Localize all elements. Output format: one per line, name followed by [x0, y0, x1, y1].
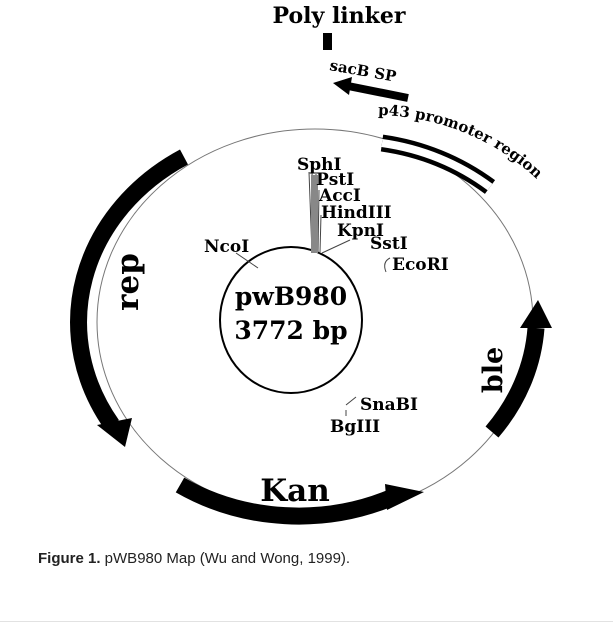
inner-circle	[219, 246, 363, 394]
plasmid-map: pwB980 3772 bp Poly linker sacB SP p43 p…	[70, 3, 552, 525]
poly-linker-block	[323, 33, 332, 50]
poly-linker-label: Poly linker	[273, 3, 406, 29]
site-kpni-label: KpnI	[337, 221, 384, 241]
figure-number: Figure 1.	[38, 550, 101, 567]
kan-label: Kan	[260, 473, 330, 509]
figure-caption-text: pWB980 Map (Wu and Wong, 1999).	[100, 550, 351, 567]
site-sphi-label: SphI	[297, 155, 342, 175]
rep-label: rep	[110, 253, 146, 311]
p43-promoter-box	[380, 134, 496, 194]
figure-caption: Figure 1. pWB980 Map (Wu and Wong, 1999)…	[38, 550, 350, 567]
site-acci-label: AccI	[318, 186, 361, 206]
plasmid-size: 3772 bp	[234, 316, 347, 345]
site-cluster-bar	[311, 175, 318, 253]
rep-gene-arrow	[70, 149, 189, 447]
site-hindiii-label: HindIII	[321, 203, 392, 223]
site-ssti-label: SstI	[370, 234, 408, 254]
site-psti-label: PstI	[316, 170, 354, 190]
plasmid-name: pwB980	[235, 282, 347, 311]
ble-gene-arrow	[485, 300, 552, 438]
divider	[0, 621, 613, 622]
site-bglii-label: BgIII	[330, 417, 380, 437]
site-ecori-label: EcoRI	[392, 255, 449, 275]
site-ncoi-label: NcoI	[204, 237, 249, 257]
sacb-sp-arrow	[333, 77, 409, 102]
ble-label: ble	[478, 347, 509, 393]
site-snabi-label: SnaBI	[360, 395, 418, 415]
kan-gene-arrow	[175, 477, 424, 525]
